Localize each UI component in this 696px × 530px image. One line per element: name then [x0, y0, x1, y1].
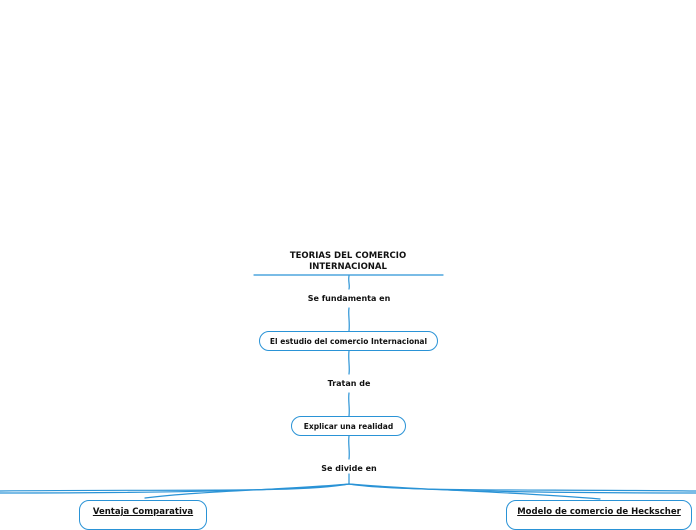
node-estudio-comercio[interactable]: El estudio del comercio Internacional	[259, 331, 438, 351]
node-ventaja-comparativa[interactable]: Ventaja Comparativa	[79, 500, 207, 530]
node-ventaja-comparativa-label: Ventaja Comparativa	[92, 507, 194, 517]
link-label-tratan-de: Tratan de	[327, 379, 371, 388]
map-title-line-2: INTERNACIONAL	[309, 261, 387, 272]
connector-link2-to-node2	[348, 392, 350, 417]
connector-link1-to-node1	[348, 307, 350, 332]
link-label-se-divide-en: Se divide en	[321, 464, 377, 473]
branch-left-3	[144, 483, 350, 499]
node-explicar-realidad-label: Explicar una realidad	[303, 421, 394, 431]
node-modelo-heckscher-label: Modelo de comercio de Heckscher	[517, 507, 681, 517]
branch-right-3	[348, 483, 601, 500]
map-title-line-1: TEORIAS DEL COMERCIO	[289, 251, 407, 261]
node-estudio-comercio-label: El estudio del comercio Internacional	[269, 336, 428, 346]
branch-left-1	[0, 483, 350, 492]
connector-title-to-link1	[348, 275, 350, 290]
node-explicar-realidad[interactable]: Explicar una realidad	[291, 416, 406, 436]
branch-right-2	[348, 483, 696, 494]
branch-left-2	[0, 483, 350, 494]
connector-node2-to-link3	[348, 435, 350, 460]
link-label-se-fundamenta-en: Se fundamenta en	[307, 294, 391, 303]
node-modelo-heckscher[interactable]: Modelo de comercio de Heckscher	[506, 500, 692, 530]
connector-node1-to-link2	[348, 350, 350, 375]
map-title: TEORIAS DEL COMERCIO INTERNACIONAL	[254, 251, 442, 272]
